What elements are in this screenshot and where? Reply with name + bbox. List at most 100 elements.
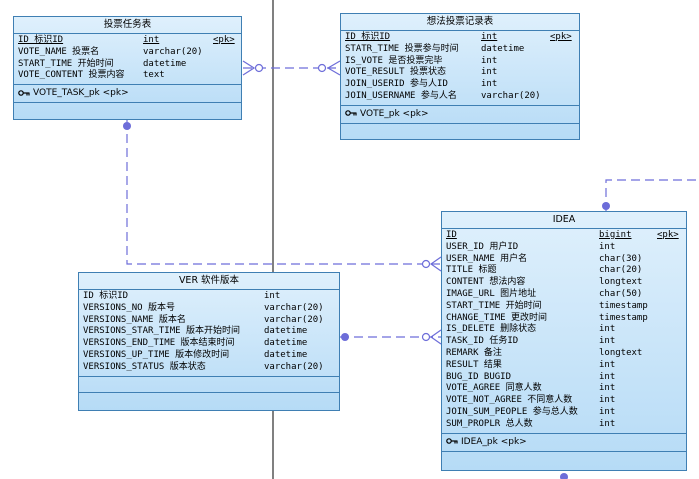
- column-type: int: [599, 371, 616, 382]
- column-type: int: [481, 79, 498, 90]
- column-type: char(20): [599, 265, 643, 276]
- dot-icon: [602, 202, 610, 210]
- column-row[interactable]: VERSIONS_END_TIME 版本结束时间 datetime: [79, 338, 339, 350]
- column-name: VOTE_CONTENT 投票内容: [18, 70, 125, 81]
- column-name: VERSIONS_STATUS 版本状态: [83, 361, 206, 372]
- column-type: varchar(20): [264, 361, 324, 372]
- index-row[interactable]: VOTE_pk <pk>: [341, 107, 579, 121]
- relationship-line: [605, 179, 699, 211]
- column-name: RESULT 结果: [446, 359, 502, 370]
- column-row[interactable]: VOTE_CONTENT 投票内容 text: [14, 70, 241, 82]
- column-name: IS_DELETE 删除状态: [446, 324, 537, 335]
- column-row[interactable]: BUG_ID BUGID int: [442, 372, 686, 384]
- crowfoot-icon: [429, 256, 442, 272]
- column-type: datetime: [481, 43, 525, 54]
- column-row[interactable]: JOIN_USERID 参与人ID int: [341, 79, 579, 91]
- column-name: USER_NAME 用户名: [446, 253, 528, 264]
- column-type: int: [143, 35, 160, 45]
- entity-title: 想法投票记录表: [341, 14, 579, 31]
- column-name: ID: [446, 230, 457, 240]
- column-row[interactable]: JOIN_USERNAME 参与人名 varchar(20): [341, 91, 579, 103]
- column-name: JOIN_USERNAME 参与人名: [345, 90, 457, 101]
- dot-icon: [341, 333, 349, 341]
- column-type: int: [599, 383, 616, 394]
- column-type: varchar(20): [481, 90, 541, 101]
- column-name: ID 标识ID: [83, 291, 129, 301]
- column-type: int: [481, 67, 498, 78]
- column-name: IMAGE_URL 图片地址: [446, 288, 537, 299]
- column-row[interactable]: VERSIONS_STATUS 版本状态 varchar(20): [79, 362, 339, 374]
- index-row[interactable]: VOTE_TASK_pk <pk>: [14, 86, 241, 100]
- column-type: timestamp: [599, 312, 648, 323]
- column-name: JOIN_USERID 参与人ID: [345, 79, 448, 90]
- index-row[interactable]: IDEA_pk <pk>: [442, 435, 686, 449]
- crowfoot-icon: [326, 60, 341, 76]
- key-icon: [446, 437, 461, 447]
- crowfoot-icon: [242, 60, 256, 76]
- empty-section: [341, 124, 579, 138]
- optional-circle-icon: [421, 259, 431, 269]
- index-section: VOTE_TASK_pk <pk>: [14, 85, 241, 104]
- index-name: IDEA_pk <pk>: [461, 436, 527, 447]
- column-name: TITLE 标题: [446, 265, 497, 276]
- relationship-line: [126, 120, 441, 265]
- empty-section: [79, 393, 339, 409]
- column-name: START_TIME 开始时间: [446, 300, 542, 311]
- entity-title: 投票任务表: [14, 17, 241, 34]
- column-name: VERSIONS_END_TIME 版本结束时间: [83, 338, 235, 349]
- column-type: int: [599, 395, 616, 406]
- dot-icon: [560, 473, 568, 479]
- column-type: bigint: [599, 230, 632, 240]
- column-key: <pk>: [550, 32, 572, 42]
- column-name: JOIN_SUM_PEOPLE 参与总人数: [446, 406, 578, 417]
- empty-section: [14, 103, 241, 119]
- column-row[interactable]: JOIN_SUM_PEOPLE 参与总人数 int: [442, 407, 686, 419]
- key-icon: [345, 109, 360, 119]
- column-type: datetime: [264, 326, 308, 337]
- column-type: datetime: [143, 58, 187, 69]
- column-row[interactable]: ID 标识ID int: [79, 291, 339, 303]
- column-type: int: [599, 406, 616, 417]
- empty-section: [442, 452, 686, 466]
- column-name: USER_ID 用户ID: [446, 241, 519, 252]
- index-section: IDEA_pk <pk>: [442, 434, 686, 452]
- column-name: BUG_ID BUGID: [446, 371, 512, 382]
- column-row[interactable]: TITLE 标题 char(20): [442, 265, 686, 277]
- column-type: int: [264, 291, 281, 301]
- column-type: datetime: [264, 338, 308, 349]
- column-type: datetime: [264, 349, 308, 360]
- column-type: text: [143, 70, 165, 81]
- entity-title: VER 软件版本: [79, 273, 339, 290]
- column-name: ID 标识ID: [345, 32, 391, 42]
